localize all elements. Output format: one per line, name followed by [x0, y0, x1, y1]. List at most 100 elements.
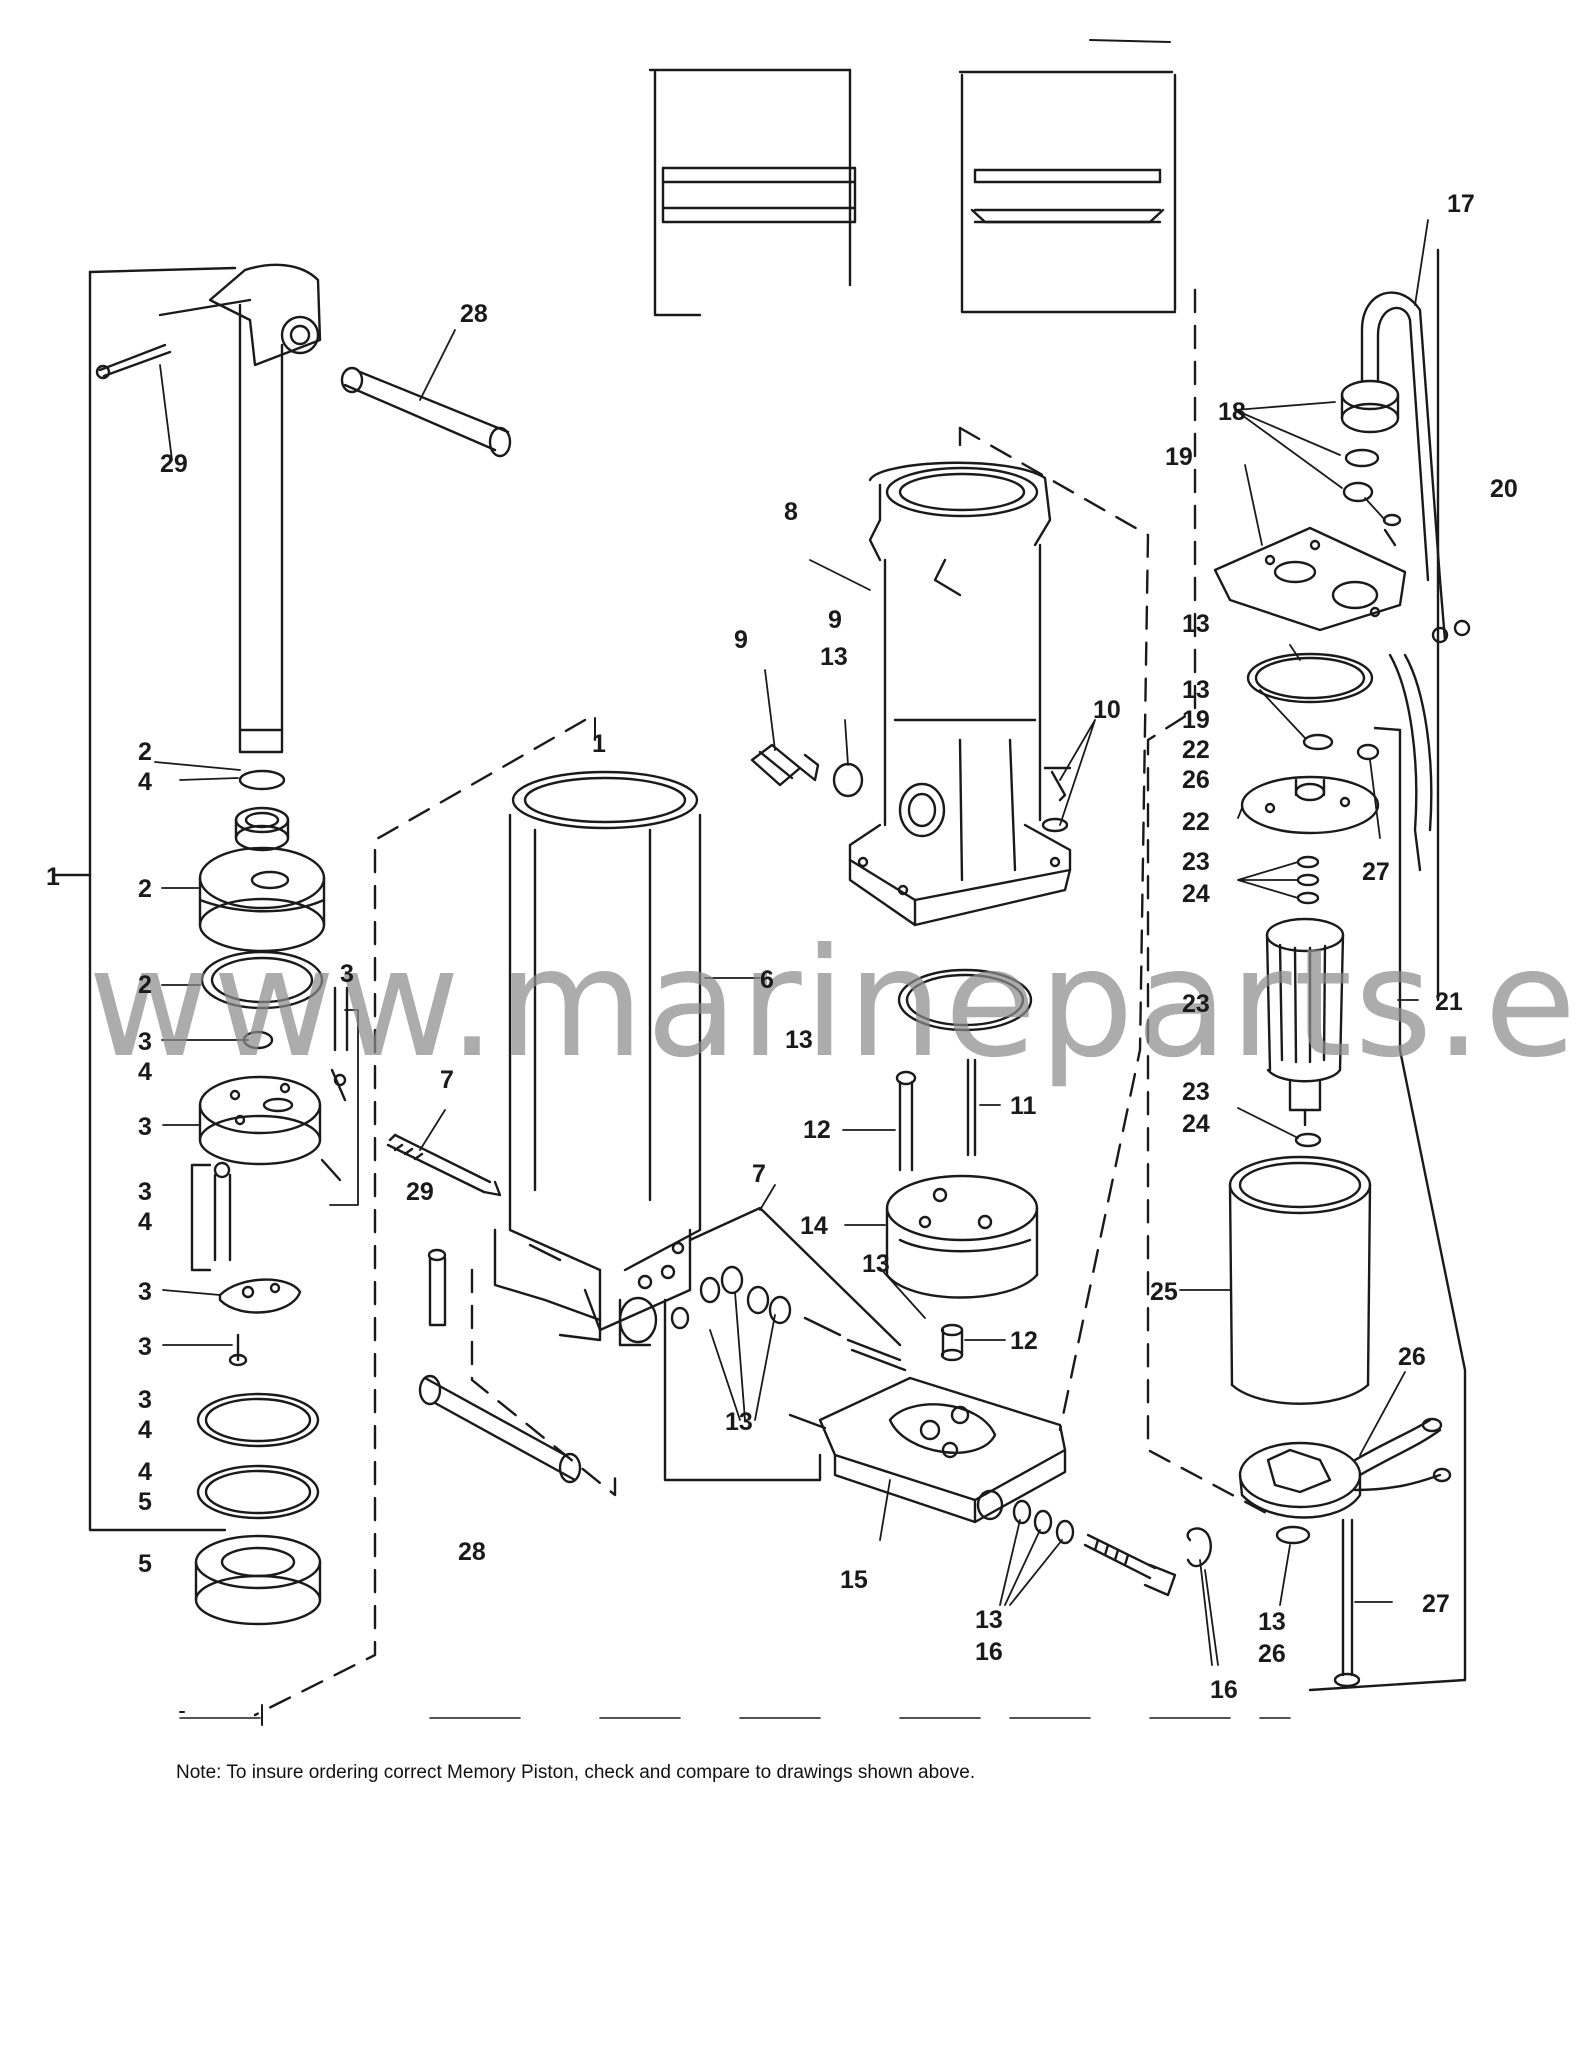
callout-23-24b: 24 — [1182, 880, 1210, 908]
callout-27-top: 27 — [1362, 858, 1390, 886]
screw-12 — [895, 1070, 917, 1172]
pump-body-14 — [885, 1174, 1039, 1299]
callout-23-armature: 23 — [1182, 990, 1210, 1018]
callout-1-left: 1 — [46, 863, 60, 891]
callout-28-bottom: 28 — [458, 1538, 486, 1566]
callout-7-right: 7 — [752, 1160, 766, 1188]
callout-13-16b: 16 — [975, 1638, 1003, 1666]
callout-13-26b: 26 — [1258, 1640, 1286, 1668]
callout-13-16a: 13 — [975, 1606, 1003, 1634]
washer-13-19-22-26 — [1302, 733, 1380, 761]
callout-3-piston: 3 — [138, 1113, 152, 1141]
pin-28-top — [340, 366, 512, 458]
plate-3 — [218, 1278, 302, 1314]
bracket-7-right — [663, 1206, 902, 1482]
screw-10 — [1041, 766, 1072, 833]
callout-5: 5 — [138, 1550, 152, 1578]
pin-28-bottom — [418, 1374, 582, 1484]
callout-3-4a: 3 — [138, 1028, 152, 1056]
callout-15: 15 — [840, 1566, 868, 1594]
screw-20 — [1382, 513, 1402, 547]
callout-3-plate: 3 — [138, 1278, 152, 1306]
thru-bolt-27 — [1333, 1518, 1361, 1688]
callout-6: 6 — [760, 966, 774, 994]
callout-21: 21 — [1435, 988, 1463, 1016]
ordering-note: Note: To insure ordering correct Memory … — [176, 1762, 976, 1783]
callout-23-24a: 23 — [1182, 848, 1210, 876]
armature-23 — [1265, 917, 1345, 1127]
callout-25: 25 — [1150, 1278, 1178, 1306]
end-cap-2 — [198, 846, 326, 953]
seals-13-16 — [1012, 1499, 1075, 1545]
callout-22: 22 — [1182, 808, 1210, 836]
oring-13 — [897, 968, 1033, 1032]
callout-19: 19 — [1165, 443, 1193, 471]
callout-23-24c: 23 — [1182, 1078, 1210, 1106]
wiper-2 — [234, 806, 290, 852]
callout-3-4e: 3 — [138, 1386, 152, 1414]
bracket-motor-dashed — [1146, 288, 1272, 1517]
callout-12-screw: 12 — [803, 1116, 831, 1144]
callout-9-13a: 9 — [828, 606, 842, 634]
valve-assembly-3-4 — [190, 1161, 232, 1272]
bracket-8-dashed — [958, 426, 1150, 1432]
callout-7-left: 7 — [440, 1066, 454, 1094]
callout-13-seals: 13 — [725, 1408, 753, 1436]
callout-13-pump: 13 — [862, 1250, 890, 1278]
callout-13-ring: 13 — [1182, 610, 1210, 638]
fitting-7-left — [386, 1133, 502, 1197]
callout-layer: 1 1 2 4 2 2 3 3 4 3 3 4 3 3 3 4 4 5 5 6 … — [46, 190, 1518, 1704]
screw-11 — [966, 1058, 977, 1157]
callout-8: 8 — [784, 498, 798, 526]
callout-1-top: 1 — [592, 730, 606, 758]
memory-piston-drawing-b — [958, 70, 1177, 314]
callout-16: 16 — [1210, 1676, 1238, 1704]
callout-13-19-22-26c: 22 — [1182, 736, 1210, 764]
bracket-21 — [1308, 726, 1467, 1692]
grommet-18 — [1340, 379, 1400, 503]
ring-5 — [194, 1534, 322, 1626]
callout-2-4b: 4 — [138, 768, 152, 796]
bearing-plate-22 — [1240, 775, 1380, 835]
callout-12-pin: 12 — [1010, 1327, 1038, 1355]
pin-12 — [940, 1323, 964, 1362]
callout-28-top: 28 — [460, 300, 488, 328]
callout-3-topright: 3 — [340, 960, 354, 988]
motor-frame-25 — [1228, 1155, 1372, 1405]
memory-piston-drawing-a — [648, 68, 857, 317]
callout-13-26a: 13 — [1258, 1608, 1286, 1636]
trim-rod — [95, 263, 322, 754]
callout-13-19-22-26d: 26 — [1182, 766, 1210, 794]
fitting-16 — [1083, 1527, 1212, 1597]
callout-13-19-22-26a: 13 — [1182, 676, 1210, 704]
callout-9-fitting: 9 — [734, 626, 748, 654]
callout-29-bottom: 29 — [406, 1178, 434, 1206]
end-cap-19 — [1213, 526, 1407, 632]
callout-13-oring: 13 — [785, 1026, 813, 1054]
assembly-bracket-1 — [53, 266, 237, 1532]
pin-29-bottom — [427, 1248, 447, 1327]
callout-3-4f: 4 — [138, 1416, 152, 1444]
callout-2-4a: 2 — [138, 738, 152, 766]
oring-2 — [200, 950, 324, 1010]
callout-14: 14 — [800, 1212, 828, 1240]
oring-4-5 — [196, 1464, 320, 1520]
valve-plate-15 — [788, 1376, 1067, 1524]
callout-9-13b: 13 — [820, 643, 848, 671]
oring-9-13 — [832, 762, 864, 798]
washer-23-24-lower — [1294, 1132, 1322, 1148]
wire-harness-17 — [1360, 291, 1471, 644]
washer-13-26 — [1275, 1525, 1311, 1545]
pump-housing-8 — [848, 461, 1072, 927]
seals-13 — [670, 1265, 907, 1372]
callout-2-ring: 2 — [138, 971, 152, 999]
leader-lines — [154, 219, 1429, 1666]
oring-13-motor — [1246, 652, 1374, 704]
callout-10: 10 — [1093, 696, 1121, 724]
callout-23-24d: 24 — [1182, 1110, 1210, 1138]
callout-20: 20 — [1490, 475, 1518, 503]
callout-3-4b: 4 — [138, 1058, 152, 1086]
callout-3-screw: 3 — [138, 1333, 152, 1361]
callout-17: 17 — [1447, 190, 1475, 218]
watermark: www.marineparts.eu — [88, 917, 1577, 1091]
